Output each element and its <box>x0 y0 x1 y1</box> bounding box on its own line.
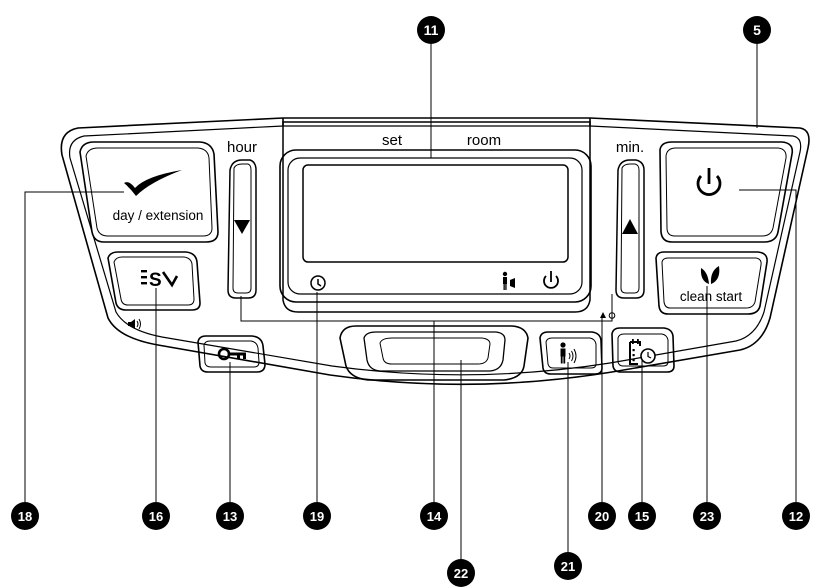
svg-text:22: 22 <box>454 566 468 581</box>
presence-sensor <box>339 325 529 381</box>
display-person-icon <box>502 271 515 290</box>
svg-text:11: 11 <box>424 22 439 38</box>
svg-text:S: S <box>149 270 162 291</box>
display-power-icon <box>543 271 559 289</box>
set-label: set <box>382 132 403 149</box>
checkmark-icon <box>124 170 182 196</box>
svg-text:14: 14 <box>427 509 442 524</box>
leader-lines <box>24 44 797 562</box>
svg-text:18: 18 <box>18 509 32 524</box>
power-icon <box>696 168 722 196</box>
min-label: min. <box>616 139 644 156</box>
svg-text:23: 23 <box>700 509 714 524</box>
clock-icon <box>310 275 326 291</box>
svg-text:15: 15 <box>635 509 649 524</box>
svg-text:16: 16 <box>149 509 163 524</box>
svg-text:21: 21 <box>561 559 575 574</box>
min-up-button[interactable] <box>615 159 645 299</box>
key-icon <box>217 347 246 361</box>
eco-mode-icon: S <box>141 270 179 291</box>
callout-20: 20 <box>588 502 616 530</box>
day-extension-button[interactable]: day / extension <box>79 141 219 243</box>
triangle-up-icon <box>622 219 638 234</box>
callout-15: 15 <box>628 502 656 530</box>
leaf-icon <box>700 266 720 284</box>
hour-down-button[interactable] <box>227 159 257 299</box>
callout-14: 14 <box>420 502 448 530</box>
eco-mode-button[interactable]: S <box>107 251 201 311</box>
key-lock-button[interactable] <box>197 335 266 373</box>
callout-18: 18 <box>11 502 39 530</box>
hour-label: hour <box>227 139 257 156</box>
program-timer-icon <box>629 339 656 365</box>
callout-22: 22 <box>447 559 475 587</box>
svg-text:5: 5 <box>753 22 761 38</box>
person-presence-icon <box>560 342 577 364</box>
triangle-down-icon <box>234 220 250 234</box>
svg-text:13: 13 <box>223 509 237 524</box>
program-timer-button[interactable] <box>611 327 675 373</box>
sound-icon <box>128 318 141 330</box>
callout-13: 13 <box>216 502 244 530</box>
callout-19: 19 <box>303 502 331 530</box>
svg-text:19: 19 <box>310 509 324 524</box>
display-frame <box>279 121 592 313</box>
svg-text:20: 20 <box>595 509 609 524</box>
day-extension-label: day / extension <box>113 208 204 223</box>
callout-16: 16 <box>142 502 170 530</box>
power-button[interactable] <box>659 141 794 243</box>
callout-21: 21 <box>554 552 582 580</box>
clean-start-button[interactable]: clean start <box>655 251 768 315</box>
clean-start-label: clean start <box>680 289 743 304</box>
presence-button[interactable] <box>539 331 603 375</box>
callout-11: 11 <box>417 16 445 44</box>
svg-text:12: 12 <box>789 509 803 524</box>
room-label: room <box>467 132 501 149</box>
callout-23: 23 <box>693 502 721 530</box>
callout-12: 12 <box>782 502 810 530</box>
callouts: 11 5 18 16 13 19 14 22 21 20 15 23 12 <box>11 16 810 587</box>
callout-5: 5 <box>743 16 771 44</box>
